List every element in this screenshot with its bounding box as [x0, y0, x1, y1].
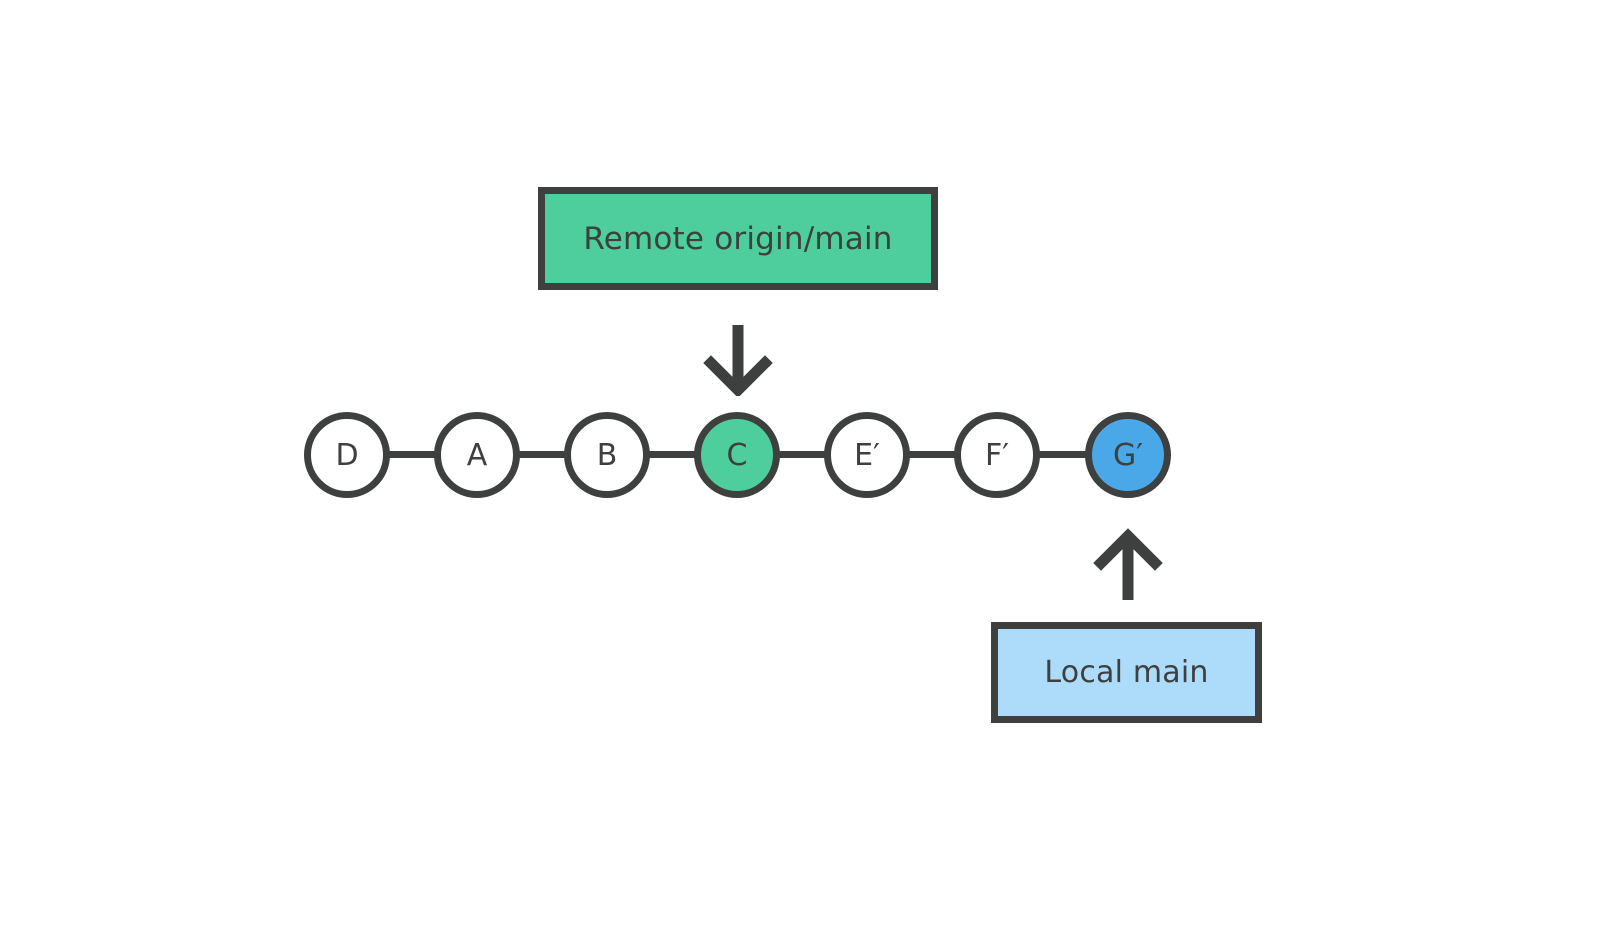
commit-node-f-prime[interactable]: F′ [954, 412, 1040, 498]
local-branch-label-box: Local main [991, 622, 1262, 723]
edge-f-g [1036, 451, 1088, 458]
edge-b-c [646, 451, 698, 458]
commit-node-a-label: A [466, 437, 488, 473]
commit-node-g-prime[interactable]: G′ [1085, 412, 1171, 498]
edge-e-f [906, 451, 958, 458]
commit-node-d[interactable]: D [304, 412, 390, 498]
edge-c-e [776, 451, 828, 458]
edge-a-b [516, 451, 568, 458]
commit-node-b-label: B [596, 437, 618, 473]
remote-pointer-arrow-icon [703, 325, 773, 396]
edge-d-a [386, 451, 438, 458]
commit-node-c[interactable]: C [694, 412, 780, 498]
commit-node-f-prime-label: F′ [984, 437, 1010, 473]
commit-node-c-label: C [726, 437, 748, 473]
commit-node-a[interactable]: A [434, 412, 520, 498]
local-branch-label-text: Local main [1044, 655, 1209, 690]
commit-node-g-prime-label: G′ [1112, 437, 1144, 473]
remote-branch-label-text: Remote origin/main [583, 220, 893, 257]
remote-branch-label-box: Remote origin/main [538, 187, 938, 290]
commit-node-b[interactable]: B [564, 412, 650, 498]
local-pointer-arrow-icon [1093, 528, 1163, 600]
commit-node-e-prime[interactable]: E′ [824, 412, 910, 498]
commit-node-e-prime-label: E′ [854, 437, 880, 473]
commit-node-d-label: D [335, 437, 359, 473]
